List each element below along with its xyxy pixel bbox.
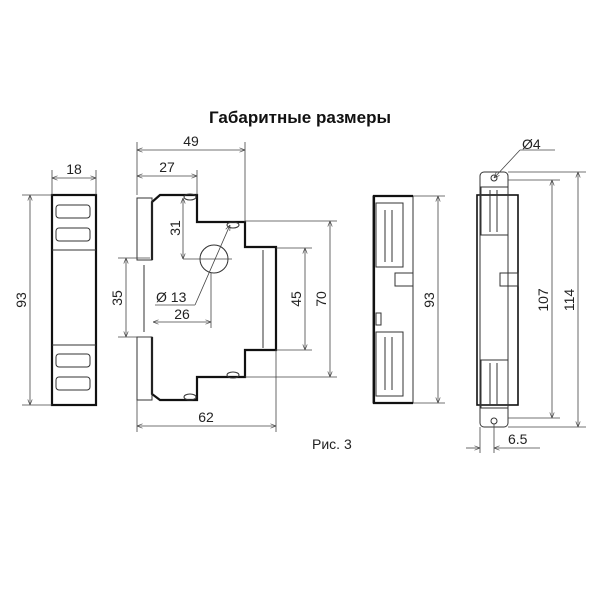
dim-hole-offset-vertical: 31 [167, 220, 183, 236]
dim-side-total-depth: 49 [183, 133, 199, 149]
drawing-title: Габаритные размеры [209, 108, 391, 127]
side-view [118, 142, 337, 432]
dim-side-full-depth: 62 [198, 409, 214, 425]
dim-back-height: 93 [421, 292, 437, 308]
dim-mount-hole: Ø4 [522, 136, 541, 152]
dim-shoulder-height: 70 [313, 291, 329, 307]
dim-front-height: 93 [13, 292, 29, 308]
back-view [372, 194, 445, 405]
dim-hole-diameter: Ø 13 [156, 289, 187, 305]
figure-caption: Рис. 3 [312, 436, 352, 452]
front-view [22, 170, 98, 407]
dim-side-upper-depth: 27 [159, 159, 175, 175]
dim-plate-thickness: 6.5 [508, 431, 528, 447]
dim-mount-total: 114 [561, 289, 577, 312]
dim-front-width: 18 [66, 161, 82, 177]
dim-hole-offset-horizontal: 26 [174, 306, 190, 322]
dim-inner-height: 45 [288, 291, 304, 307]
dim-mount-inner: 107 [535, 288, 551, 312]
dim-rail-slot: 35 [109, 290, 125, 306]
mounting-view [466, 149, 586, 453]
